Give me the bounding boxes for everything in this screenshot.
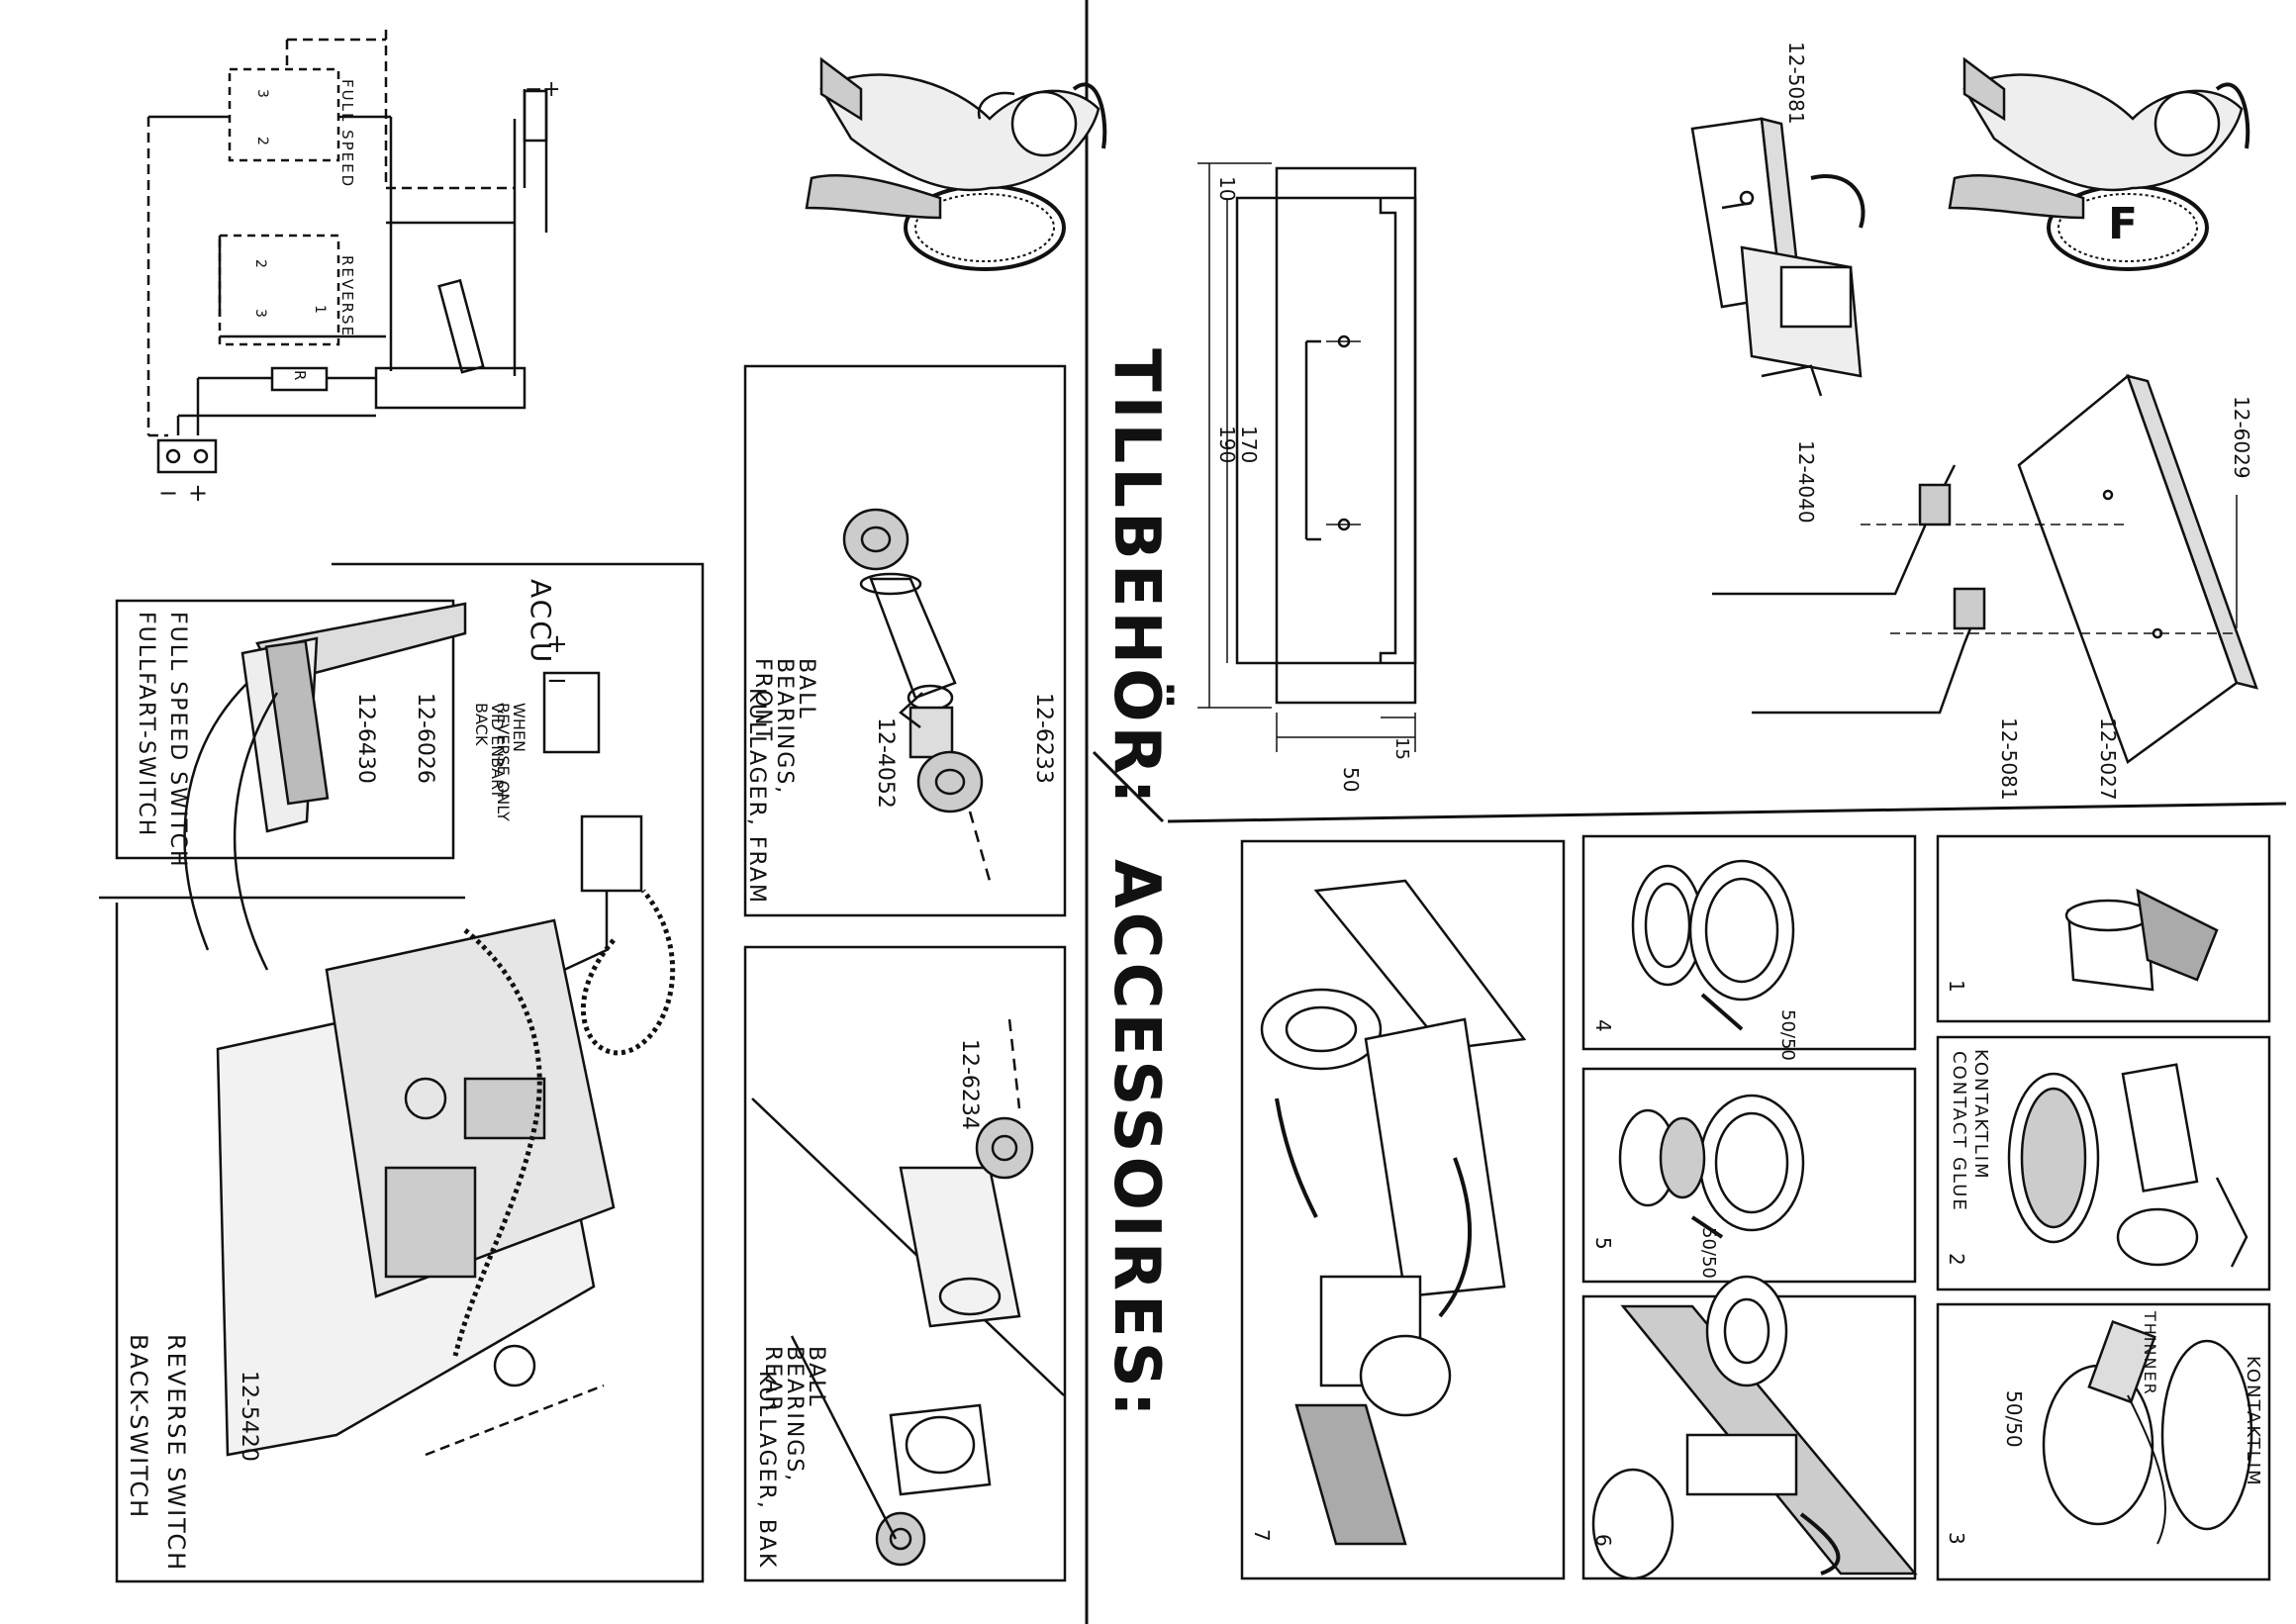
step-panels xyxy=(1240,834,2271,1581)
step-4-ratio: 50/50 xyxy=(1777,1009,1798,1061)
step-5-ratio: 50/50 xyxy=(1698,1227,1719,1279)
wiring-resistor-label: R xyxy=(291,370,309,381)
dimension-template xyxy=(1197,162,1417,752)
step-3-label-b: THINNER xyxy=(2141,1311,2159,1396)
part-12-5081: 12-5081 xyxy=(1997,717,2021,801)
dim-10: 10 xyxy=(1215,176,1239,202)
step-2-number: 2 xyxy=(1945,1253,1968,1266)
step-6-number: 6 xyxy=(1591,1534,1615,1547)
assembly-panel xyxy=(99,562,705,1583)
right-parts-diagram xyxy=(1690,117,2258,764)
fullfart-switch-label: FULLFART-SWITCH xyxy=(134,612,158,838)
accu-minus: − xyxy=(546,666,568,696)
full-speed-switch-label: FULL SPEED SWITCH xyxy=(165,612,190,869)
wiring-pin-1: 1 xyxy=(312,305,328,314)
part-12-4040: 12-4040 xyxy=(1794,440,1818,524)
step-3-label-a: KONTAKTLIM xyxy=(2243,1356,2263,1487)
step-4-number: 4 xyxy=(1591,1019,1615,1032)
part-12-6234: 12-6234 xyxy=(957,1039,982,1130)
dim-50: 50 xyxy=(1339,767,1363,793)
right-horizontal-divider xyxy=(1167,802,2287,823)
wiring-top-plus: + xyxy=(542,77,561,102)
back-switch-label: BACK-SWITCH xyxy=(125,1334,152,1520)
wiring-full-speed-label: FULL SPEED xyxy=(338,79,356,189)
accu-plus: + xyxy=(546,629,568,659)
dim-170: 170 xyxy=(1237,426,1261,464)
dim-15: 15 xyxy=(1391,737,1412,760)
part-12-5081-top: 12-5081 xyxy=(1784,42,1808,125)
wiring-pin-2b: 2 xyxy=(252,259,268,268)
step-5-number: 5 xyxy=(1591,1237,1615,1250)
wiring-pin-2: 2 xyxy=(254,137,270,145)
rear-bearings-panel xyxy=(743,945,1067,1582)
heading-tillbehor: TILLBEHÖR: xyxy=(1100,348,1173,809)
wiring-pin-3: 3 xyxy=(254,89,270,98)
wiring-minus: − xyxy=(158,479,179,507)
rear-bearings-title-sv: KULLAGER, BAK xyxy=(754,1371,779,1570)
step-1-number: 1 xyxy=(1945,980,1968,993)
front-bearings-panel xyxy=(743,364,1067,917)
reverse-switch-label: REVERSE SWITCH xyxy=(162,1334,190,1573)
step-2-label-b: CONTACT GLUE xyxy=(1949,1051,1969,1212)
front-bearings-title-sv: KULLAGER, FRAM xyxy=(744,688,769,905)
viking-mascot-left xyxy=(805,56,1107,271)
part-12-5027: 12-5027 xyxy=(2096,717,2120,801)
wiring-plus: + xyxy=(188,479,209,507)
part-12-6430: 12-6430 xyxy=(353,693,378,784)
wiring-reverse-label: REVERSE xyxy=(338,255,356,338)
part-12-5420: 12-5420 xyxy=(237,1371,261,1462)
logo-letter-f: F xyxy=(2108,199,2139,249)
vid-enbart-note: VID ENBART BACK xyxy=(472,703,507,799)
step-7-number: 7 xyxy=(1250,1529,1274,1542)
part-12-6026: 12-6026 xyxy=(413,693,437,784)
step-3-ratio: 50/50 xyxy=(2002,1390,2026,1448)
wiring-diagram xyxy=(146,30,548,474)
heading-slash xyxy=(1092,750,1165,823)
dim-190: 190 xyxy=(1215,426,1239,464)
part-12-6029: 12-6029 xyxy=(2230,396,2253,479)
wiring-pin-3b: 3 xyxy=(252,309,268,318)
wiring-top-minus: − xyxy=(525,77,543,102)
part-12-6233: 12-6233 xyxy=(1031,693,1056,784)
heading-accessoires: ACCESSOIRES: xyxy=(1100,859,1173,1421)
step-2-label-a: KONTAKTLIM xyxy=(1970,1049,1991,1181)
step-3-number: 3 xyxy=(1945,1532,1968,1545)
part-12-4052: 12-4052 xyxy=(873,717,898,809)
viking-mascot-right xyxy=(1948,56,2250,271)
